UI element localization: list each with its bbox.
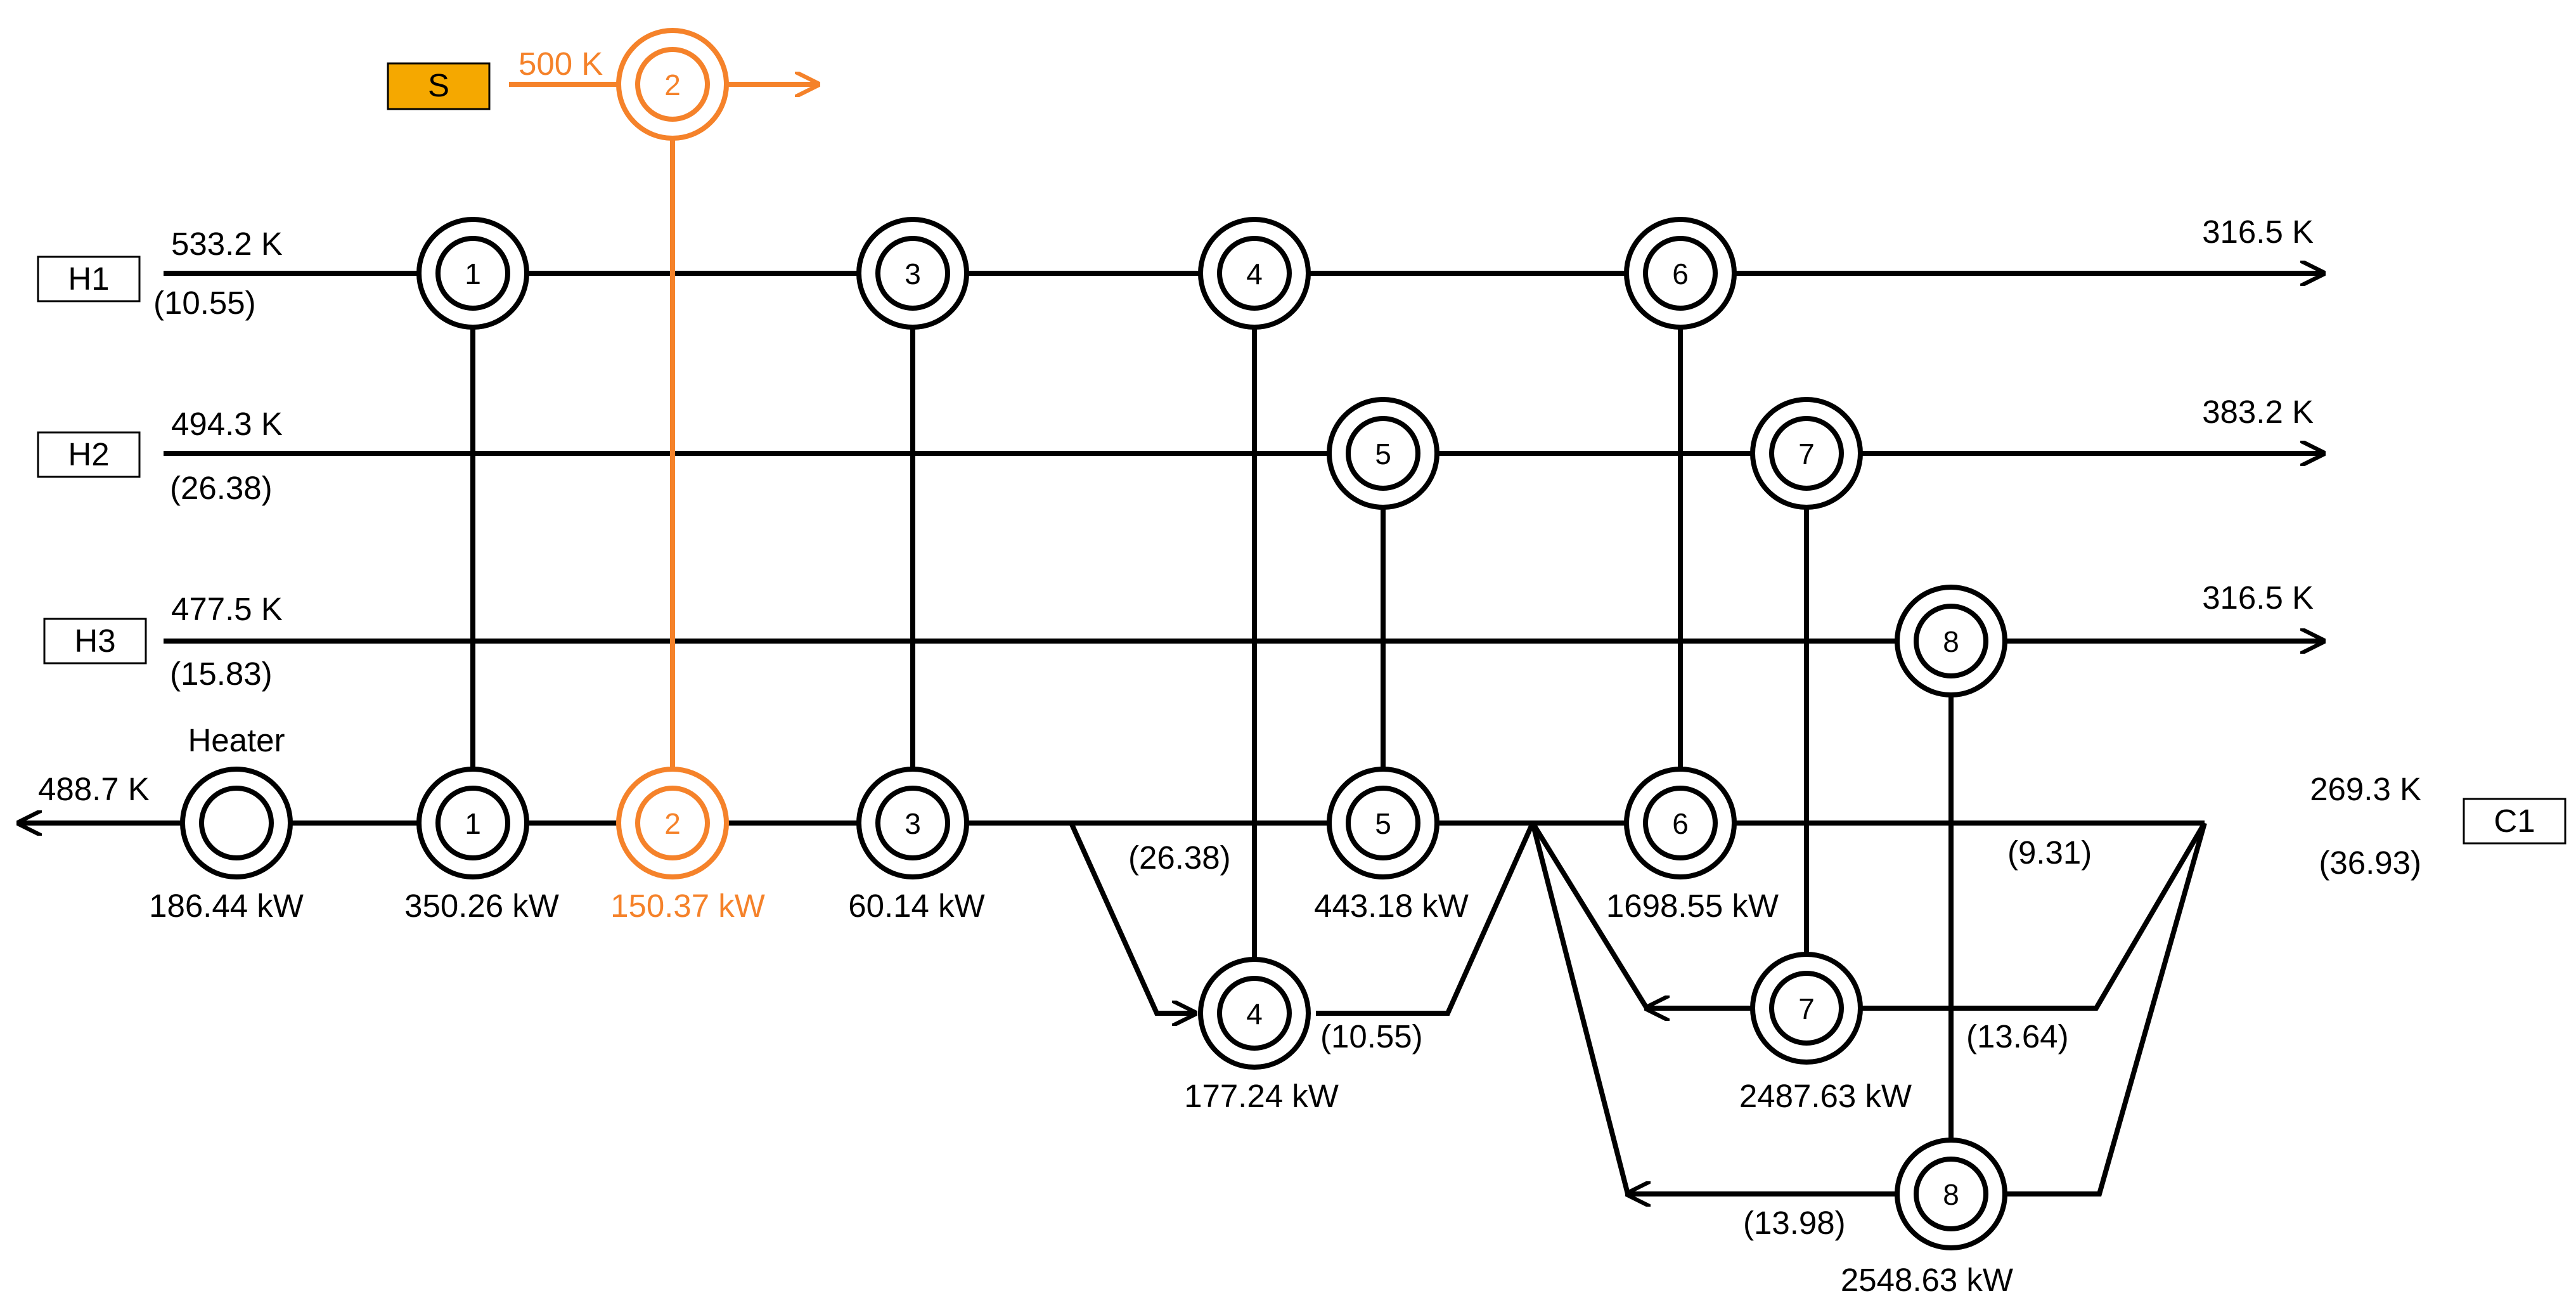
h3-fcp: (15.83) [170, 656, 273, 692]
exchanger-3-hot: 3 [856, 217, 969, 330]
h3-inlet-temp: 477.5 K [171, 591, 283, 627]
h2-fcp: (26.38) [170, 470, 273, 506]
stream-box-h2 [37, 431, 141, 478]
exchanger-8-hot: 8 [1895, 585, 2007, 697]
h2-outlet-temp: 383.2 K [2202, 394, 2314, 430]
heater-duty: 186.44 kW [149, 888, 304, 924]
exchanger-4-hot: 4 [1198, 217, 1311, 330]
exchanger-6-duty: 1698.55 kW [1606, 888, 1779, 924]
svg-text:8: 8 [1943, 625, 1959, 658]
c1-fcp: (36.93) [2319, 845, 2421, 881]
exchanger-7-hot: 7 [1750, 397, 1863, 510]
exchanger-6-hot: 6 [1624, 217, 1737, 330]
stream-box-h3 [43, 618, 147, 665]
exchanger-5-cold: 5 [1327, 767, 1439, 879]
branch-7-fcp: (13.64) [1966, 1018, 2069, 1054]
exchanger-7-cold: 7 [1750, 952, 1863, 1065]
main-right-fcp: (9.31) [2007, 834, 2092, 871]
exchanger-4-duty: 177.24 kW [1184, 1078, 1339, 1114]
exchanger-7-duty: 2487.63 kW [1739, 1078, 1912, 1114]
exchanger-2-hot: 2 [616, 28, 729, 141]
exchanger-1-duty: 350.26 kW [404, 888, 559, 924]
exchanger-5-duty: 443.18 kW [1314, 888, 1469, 924]
h1-fcp: (10.55) [153, 285, 256, 321]
exchanger-6-cold: 6 [1624, 767, 1737, 879]
c1-inlet-temp: 269.3 K [2310, 771, 2421, 807]
stream-name-h3: H3 [74, 623, 115, 659]
svg-text:5: 5 [1375, 807, 1391, 840]
stream-name-h2: H2 [68, 436, 109, 472]
branch-8-merge [1530, 822, 1630, 1195]
h2-inlet-temp: 494.3 K [171, 406, 283, 442]
exchanger-3-cold: 3 [856, 767, 969, 879]
h1-inlet-temp: 533.2 K [171, 226, 283, 262]
heater-label: Heater [188, 722, 285, 758]
svg-text:3: 3 [905, 257, 921, 290]
branch-8-fcp: (13.98) [1743, 1205, 1846, 1241]
svg-text:4: 4 [1246, 997, 1263, 1030]
branch-8 [1628, 822, 2207, 1194]
exchanger-4-cold: 4 [1198, 957, 1311, 1070]
stream-name-c1: C1 [2494, 803, 2535, 839]
heater-unit [180, 767, 293, 879]
svg-text:2: 2 [664, 807, 681, 840]
stream-name-h1: H1 [68, 261, 109, 297]
exchanger-5-hot: 5 [1327, 397, 1439, 510]
stream-box-h1 [37, 256, 141, 302]
stream-box-c1 [2463, 798, 2566, 845]
h3-outlet-temp: 316.5 K [2202, 580, 2314, 616]
svg-text:2: 2 [664, 68, 681, 101]
svg-text:4: 4 [1246, 257, 1263, 290]
h1-outlet-temp: 316.5 K [2202, 214, 2314, 250]
svg-text:6: 6 [1672, 807, 1689, 840]
exchanger-3-duty: 60.14 kW [848, 888, 984, 924]
exchanger-8-cold: 8 [1895, 1138, 2007, 1250]
svg-text:1: 1 [465, 257, 481, 290]
svg-text:1: 1 [465, 807, 481, 840]
branch-7-merge [1530, 821, 1649, 1010]
exchanger-1-cold: 1 [416, 767, 529, 879]
svg-text:5: 5 [1375, 438, 1391, 470]
steam-inlet-temp: 500 K [518, 46, 603, 82]
svg-text:6: 6 [1672, 257, 1689, 290]
svg-text:7: 7 [1798, 992, 1815, 1025]
svg-text:7: 7 [1798, 438, 1815, 470]
exchanger-2-duty: 150.37 kW [610, 888, 765, 924]
svg-text:3: 3 [905, 807, 921, 840]
steam-utility-name: S [428, 67, 449, 103]
branch-4-return-fcp: (10.55) [1320, 1018, 1423, 1054]
svg-text:8: 8 [1943, 1178, 1959, 1211]
steam-utility-box [387, 62, 491, 110]
exchanger-8-duty: 2548.63 kW [1841, 1262, 2013, 1298]
branch-4-return [1316, 822, 1535, 1016]
exchanger-2-cold: 2 [616, 767, 729, 879]
branch-4 [1069, 822, 1195, 1013]
exchanger-1-hot: 1 [416, 217, 529, 330]
c1-outlet-temp: 488.7 K [38, 771, 150, 807]
branch-4-fcp: (26.38) [1128, 840, 1231, 876]
